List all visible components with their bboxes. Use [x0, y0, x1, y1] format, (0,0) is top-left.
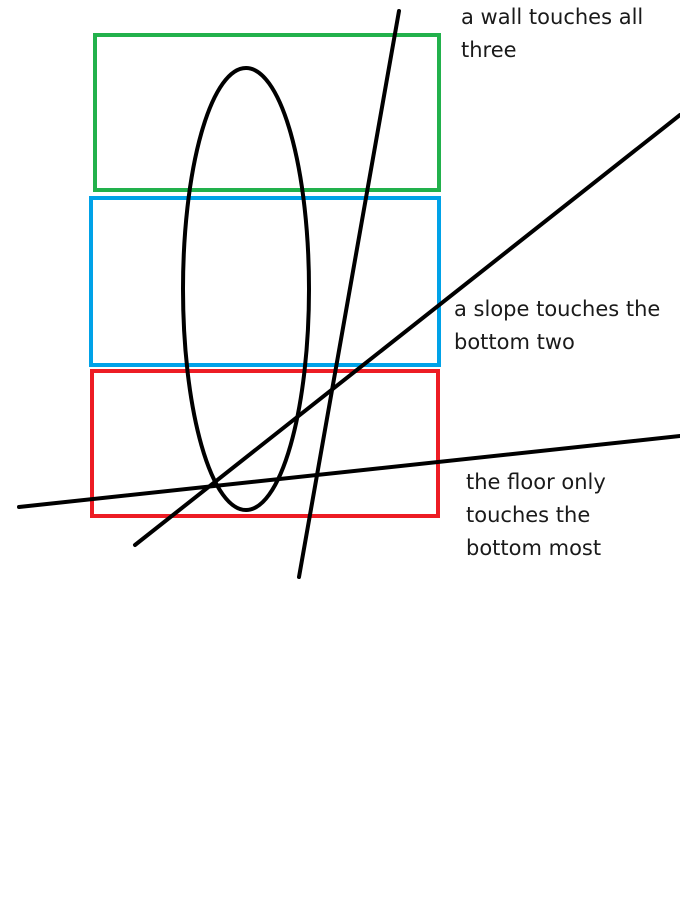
floor-line	[17, 434, 680, 509]
middle-box	[89, 196, 441, 367]
top-box	[93, 33, 441, 192]
bottom-box	[90, 369, 440, 518]
wall-annotation: a wall touches all three	[461, 5, 644, 62]
slope-annotation: a slope touches the bottom two	[454, 297, 661, 354]
wall-line	[297, 9, 401, 579]
slope-line	[133, 113, 680, 547]
character-ellipse	[181, 66, 311, 512]
floor-annotation: the floor only touches the bottom most	[466, 470, 606, 560]
